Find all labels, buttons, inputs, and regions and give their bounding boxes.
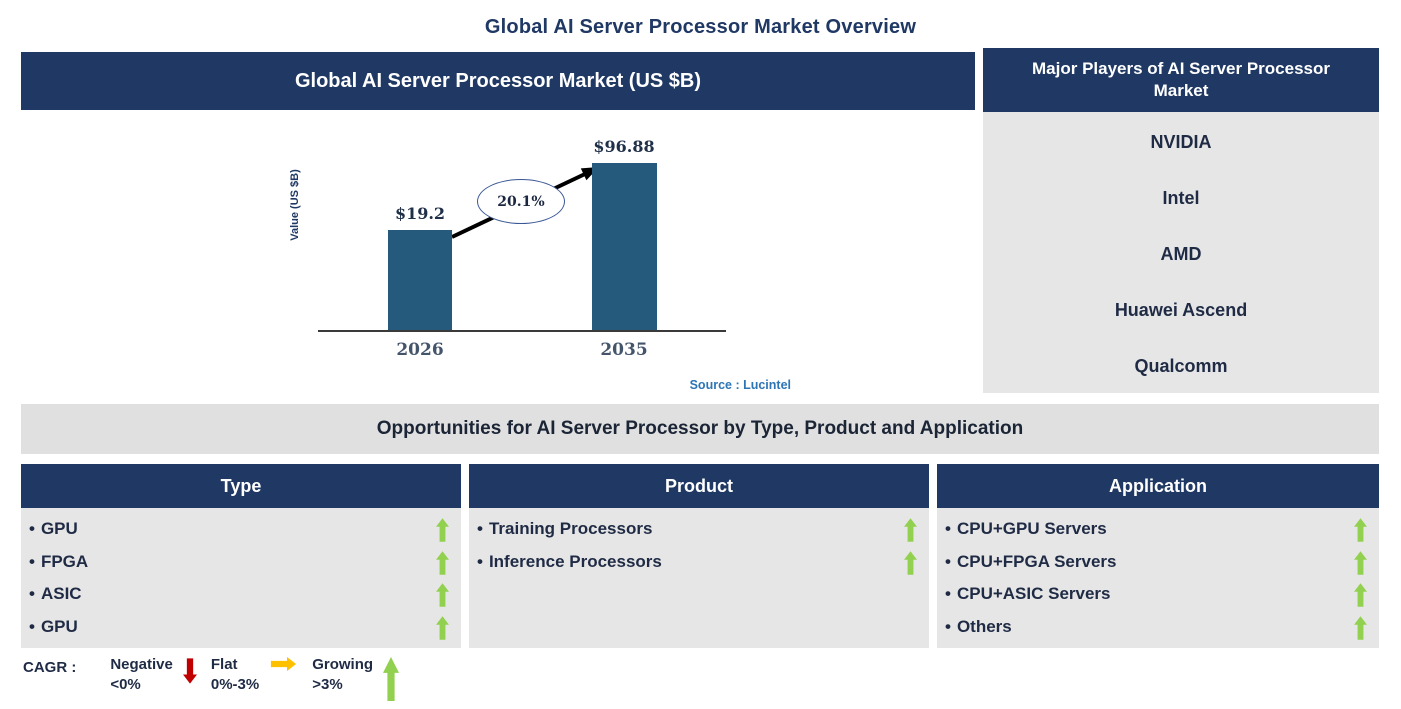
bar-2026 [388,230,452,330]
bullet: • [945,551,951,571]
list-item-label: CPU+FPGA Servers [956,551,1117,571]
list-item-label: Training Processors [488,519,653,539]
list-item: •CPU+FPGA Servers [945,546,1367,579]
bullet: • [477,551,483,571]
column-type-header: Type [21,464,461,508]
list-item-label: GPU [40,616,78,636]
column-application-list: •CPU+GPU Servers •CPU+FPGA Servers •CPU+… [937,508,1379,648]
bullet: • [945,584,951,604]
trend-down-icon [182,658,197,684]
bar-value-label: $19.2 [394,204,446,223]
list-item-label: ASIC [40,584,82,604]
list-item-label: CPU+GPU Servers [956,519,1107,539]
trend-up-icon [1354,616,1367,640]
bullet: • [29,551,35,571]
cagr-ellipse: 20.1% [477,179,565,224]
x-tick-label: 2035 [600,340,648,360]
list-item: •GPU [29,611,449,644]
legend-item: Growing >3% [312,655,400,701]
cagr-legend: CAGR : Negative <0% Flat 0%-3% [23,655,413,701]
legend-label: Growing [312,656,374,673]
bullet: • [945,519,951,539]
players-panel: Major Players of AI Server Processor Mar… [983,48,1379,393]
list-item: •Others [945,611,1367,644]
bar-2035 [592,163,657,330]
legend-items: Negative <0% Flat 0%-3% [110,655,413,701]
trend-up-icon [904,518,917,542]
players-panel-header: Major Players of AI Server Processor Mar… [983,48,1379,112]
player-name: AMD [1160,244,1202,264]
list-item-label: GPU [40,519,78,539]
player-name: Qualcomm [1134,356,1228,376]
column-application-header: Application [937,464,1379,508]
list-item: •GPU [29,513,449,546]
cagr-value: 20.1% [497,193,545,210]
bullet: • [29,584,35,604]
legend-label: Negative [110,656,173,673]
list-item-label: CPU+ASIC Servers [956,584,1111,604]
column-product: Product •Training Processors •Inference … [469,464,929,648]
list-item: •ASIC [29,578,449,611]
trend-up-icon [1354,551,1367,575]
legend-label: Flat [210,656,238,673]
list-item: •Inference Processors [477,546,917,579]
chart-panel-header: Global AI Server Processor Market (US $B… [21,52,975,110]
list-item-label: Others [956,616,1012,636]
bullet: • [29,519,35,539]
players-list: NVIDIA Intel AMD Huawei Ascend Qualcomm [983,112,1379,393]
trend-up-icon [1354,518,1367,542]
trend-up-icon [1354,583,1367,607]
trend-flat-icon [271,657,297,671]
bullet: • [477,519,483,539]
legend-item: Flat 0%-3% [211,655,298,695]
column-product-header: Product [469,464,929,508]
list-item: •CPU+ASIC Servers [945,578,1367,611]
list-item: •Training Processors [477,513,917,546]
source-text: Source : Lucintel [689,378,791,392]
trend-up-icon [383,657,400,701]
player-name: Intel [1162,188,1200,208]
opportunities-title: Opportunities for AI Server Processor by… [21,404,1379,454]
trend-up-icon [436,551,449,575]
bullet: • [29,616,35,636]
x-tick-label: 2026 [396,340,444,360]
trend-up-icon [436,616,449,640]
list-item: •CPU+GPU Servers [945,513,1367,546]
page-title: Global AI Server Processor Market Overvi… [484,16,917,38]
x-axis-line [318,330,726,332]
bar-value-label: $96.88 [593,137,655,156]
list-item-label: Inference Processors [488,551,662,571]
list-item: •FPGA [29,546,449,579]
column-product-list: •Training Processors •Inference Processo… [469,508,929,648]
column-type-list: •GPU •FPGA •ASIC •GPU [21,508,461,648]
trend-up-icon [436,583,449,607]
trend-up-icon [904,551,917,575]
legend-prefix: CAGR : [23,659,77,676]
player-name: Huawei Ascend [1114,300,1248,320]
bar-chart: Value (US $B) $19.2 $96.88 2026 2035 20.… [21,110,975,404]
legend-range: 0%-3% [210,676,260,693]
legend-range: <0% [110,676,141,693]
player-name: NVIDIA [1150,132,1212,152]
legend-range: >3% [312,676,343,693]
growth-arrow [451,167,599,239]
column-application: Application •CPU+GPU Servers •CPU+FPGA S… [937,464,1379,648]
bullet: • [945,616,951,636]
legend-item: Negative <0% [110,655,197,695]
column-type: Type •GPU •FPGA •ASIC •GPU [21,464,461,648]
list-item-label: FPGA [40,551,89,571]
trend-up-icon [436,518,449,542]
